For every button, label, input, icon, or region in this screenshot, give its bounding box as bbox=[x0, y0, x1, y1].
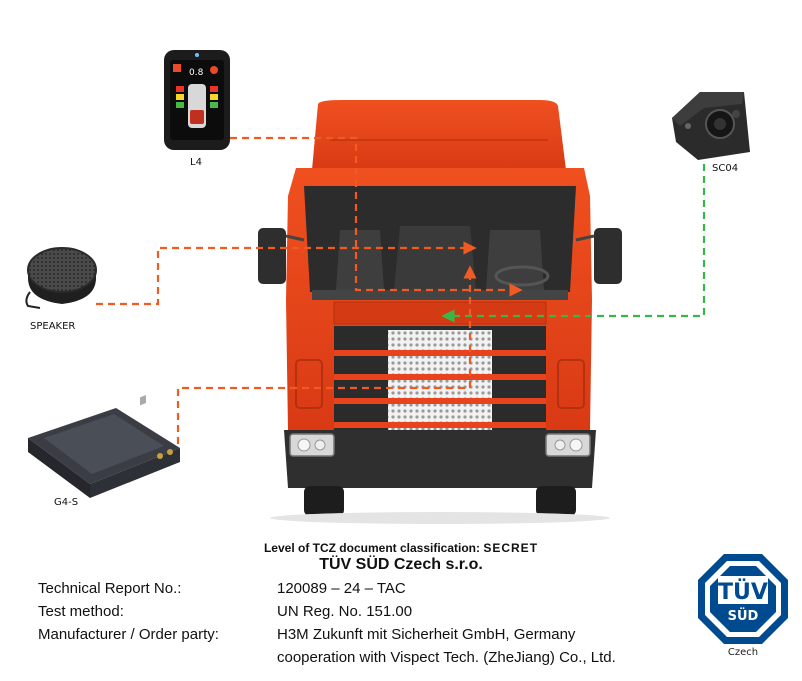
tuv-country-label: Czech bbox=[727, 647, 759, 658]
speaker-label: SPEAKER bbox=[30, 321, 76, 332]
connector-l4 bbox=[230, 136, 523, 297]
cooperation-value: cooperation with Vispect Tech. (ZheJiang… bbox=[277, 649, 616, 666]
company-name: TÜV SÜD Czech s.r.o. bbox=[319, 556, 483, 573]
truck-bumper bbox=[284, 430, 596, 488]
connector-g4s bbox=[176, 265, 477, 456]
left-wheel bbox=[304, 486, 344, 516]
left-headlight bbox=[289, 433, 335, 457]
l4-screen-readout: 0.8 bbox=[189, 68, 204, 78]
l4-label: L4 bbox=[190, 157, 202, 168]
g4s-unit-device bbox=[28, 395, 180, 498]
classification-prefix: Level of TCZ document classification: bbox=[263, 541, 484, 555]
sc04-label: SC04 bbox=[712, 163, 739, 174]
connector-speaker bbox=[96, 241, 477, 306]
report-label: Technical Report No.: bbox=[38, 580, 182, 597]
classification-line: Level of TCZ document classification: SE… bbox=[0, 541, 802, 555]
manufacturer-label: Manufacturer / Order party: bbox=[38, 626, 219, 643]
truck-roof bbox=[312, 100, 566, 170]
right-wheel bbox=[536, 486, 576, 516]
tuv-sud-logo: TÜV SÜD bbox=[698, 554, 788, 644]
right-mirror bbox=[594, 228, 622, 284]
sc04-camera-device bbox=[672, 92, 750, 160]
tuv-logo-bottom-text: SÜD bbox=[728, 608, 759, 624]
classification-level: SECRET bbox=[483, 541, 539, 555]
report-value: 120089 – 24 – TAC bbox=[277, 580, 406, 597]
connector-lines bbox=[96, 136, 706, 456]
method-value: UN Reg. No. 151.00 bbox=[277, 603, 413, 620]
truck-illustration bbox=[258, 100, 622, 524]
connector-sc04 bbox=[441, 164, 706, 323]
manufacturer-value: H3M Zukunft mit Sicherheit GmbH, Germany bbox=[277, 626, 576, 643]
l4-display-device: 0.8 bbox=[164, 50, 230, 150]
left-mirror bbox=[258, 228, 286, 284]
system-diagram: 0.8 bbox=[25, 50, 750, 524]
method-label: Test method: bbox=[38, 603, 124, 620]
tuv-logo-top-text: TÜV bbox=[718, 579, 768, 605]
g4s-label: G4-S bbox=[54, 497, 79, 508]
right-headlight bbox=[545, 433, 591, 457]
speaker-device bbox=[25, 247, 97, 309]
